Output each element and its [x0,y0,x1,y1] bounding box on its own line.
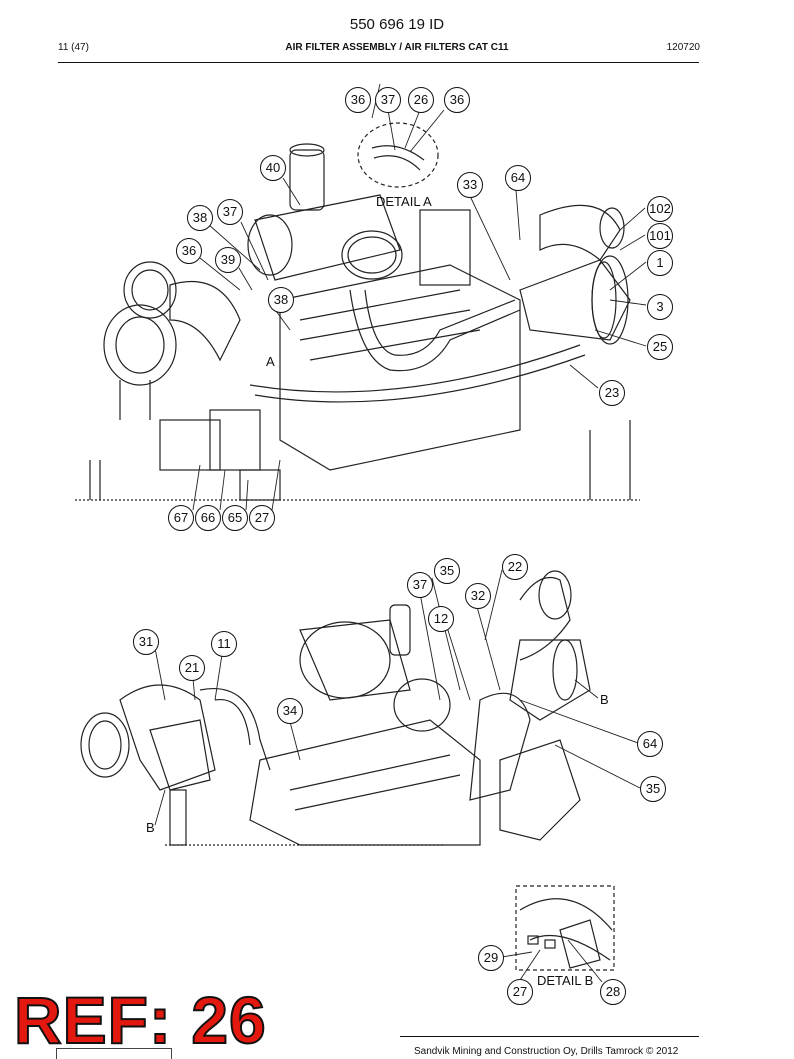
callout-36: 36 [176,238,202,264]
callout-11: 11 [211,631,237,657]
callout-35: 35 [434,558,460,584]
callout-28: 28 [600,979,626,1005]
callout-38: 38 [268,287,294,313]
callout-64: 64 [637,731,663,757]
detail-b-label: DETAIL B [537,973,594,988]
callout-33: 33 [457,172,483,198]
callout-39: 39 [215,247,241,273]
drawing-code: 120720 [666,42,700,53]
page-number: 11 (47) [58,42,89,53]
callout-102: 102 [647,196,673,222]
marker-b-left: B [146,820,155,835]
callout-37: 37 [217,199,243,225]
detail-b-drawing [515,885,615,971]
ref-stamp: REF: 26 [13,983,267,1057]
detail-a-label: DETAIL A [376,194,432,209]
callout-12: 12 [428,606,454,632]
callout-36: 36 [444,87,470,113]
document-id: 550 696 19 ID [349,16,445,33]
callout-3: 3 [647,294,673,320]
callout-29: 29 [478,945,504,971]
callout-36: 36 [345,87,371,113]
middle-engine-drawing [80,570,591,846]
callout-27: 27 [507,979,533,1005]
callout-32: 32 [465,583,491,609]
callout-25: 25 [647,334,673,360]
callout-66: 66 [195,505,221,531]
header-rule [58,62,699,63]
marker-a: A [266,354,275,369]
callout-34: 34 [277,698,303,724]
copyright-text: Sandvik Mining and Construction Oy, Dril… [414,1046,679,1057]
callout-40: 40 [260,155,286,181]
footer-rule [400,1036,699,1037]
callout-23: 23 [599,380,625,406]
callout-26: 26 [408,87,434,113]
callout-64: 64 [505,165,531,191]
marker-b-right: B [600,692,609,707]
callout-67: 67 [168,505,194,531]
callout-35: 35 [640,776,666,802]
page-title: AIR FILTER ASSEMBLY / AIR FILTERS CAT C1… [285,42,509,53]
callout-1: 1 [647,250,673,276]
top-engine-drawing [75,122,640,501]
callout-22: 22 [502,554,528,580]
callout-37: 37 [375,87,401,113]
callout-65: 65 [222,505,248,531]
callout-21: 21 [179,655,205,681]
callout-101: 101 [647,223,673,249]
callout-31: 31 [133,629,159,655]
callout-37: 37 [407,572,433,598]
callout-27: 27 [249,505,275,531]
callout-38: 38 [187,205,213,231]
